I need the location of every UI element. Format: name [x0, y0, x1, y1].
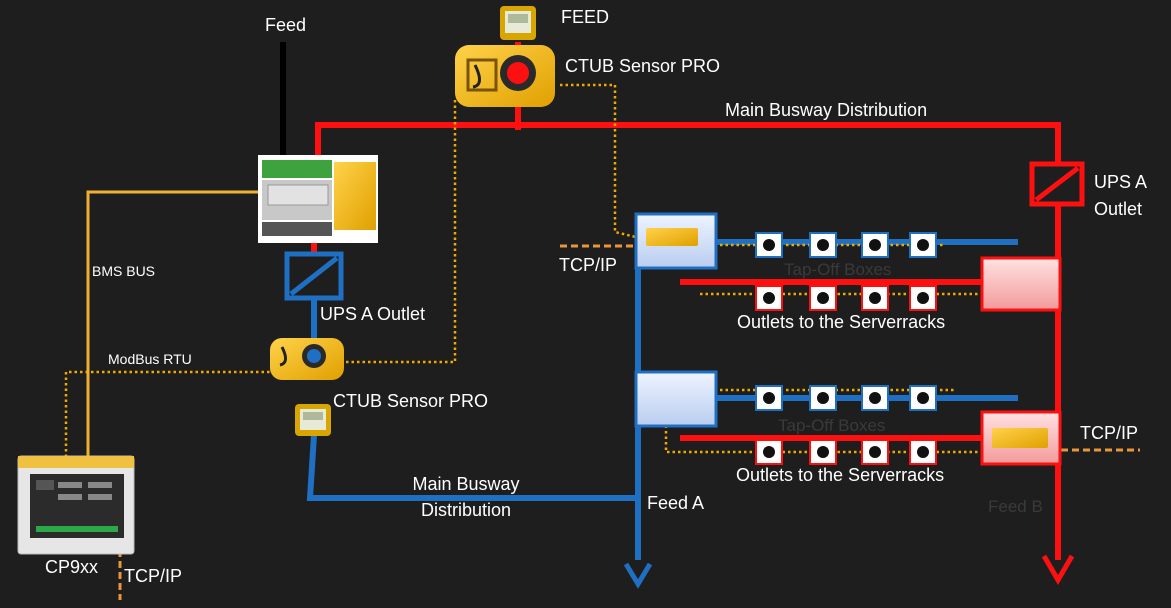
arrow-down-icon: [623, 562, 653, 589]
tap-off-boxes-upper-label: Tap-Off Boxes: [784, 260, 892, 279]
ctub-sensor-label-top: CTUB Sensor PRO: [565, 56, 721, 76]
ups-a-outlet-right-label-line2: Outlet: [1094, 199, 1143, 219]
tap-off-panel-lower: [634, 370, 718, 428]
distribution-panel-icon: [258, 155, 378, 243]
current-sensor-icon: [455, 45, 555, 107]
dotted-bus-lines: [64, 83, 1050, 460]
feed-b-label: Feed B: [988, 497, 1043, 516]
tap-off-boxes-lower-label: Tap-Off Boxes: [778, 416, 886, 435]
tap-off-panel-upper: [634, 212, 718, 270]
ctub-sensor-label-lower: CTUB Sensor PRO: [333, 391, 489, 411]
tap-off-boxes-row-1: [755, 232, 937, 258]
tcpip-upper-label: TCP/IP: [559, 255, 618, 275]
tcpip-bottom-label: TCP/IP: [124, 566, 183, 586]
current-sensor-icon: [270, 338, 344, 380]
red-panel-upper: [980, 256, 1062, 312]
ups-converter-icon: [1029, 161, 1085, 207]
tap-off-boxes-row-2: [755, 285, 937, 311]
power-meter-icon: [295, 404, 331, 436]
cp9xx-controller-icon: [17, 455, 135, 555]
outlets-serverracks-upper-label: Outlets to the Serverracks: [737, 312, 946, 332]
red-panel-lower: [980, 410, 1062, 466]
feed-caps-label: FEED: [561, 7, 610, 27]
main-busway-label-bottom-line2: Distribution: [420, 500, 512, 520]
red-feed-lines: [311, 42, 1061, 560]
ups-a-outlet-left-label: UPS A Outlet: [320, 304, 426, 324]
power-meter-icon: [500, 6, 536, 40]
ups-a-outlet-right-label-line1: UPS A: [1094, 172, 1148, 192]
ups-converter-icon: [284, 251, 344, 301]
cp9xx-label: CP9xx: [45, 557, 99, 577]
tcpip-right-label: TCP/IP: [1080, 423, 1139, 443]
arrow-down-icon: [1041, 554, 1075, 585]
outlets-serverracks-lower-label: Outlets to the Serverracks: [736, 465, 945, 485]
feed-a-label: Feed A: [647, 493, 705, 513]
main-busway-label-bottom-line1: Main Busway: [412, 474, 520, 494]
tcpip-dashed-lines: [118, 244, 1140, 600]
tap-off-boxes-row-4: [755, 439, 937, 465]
bms-bus-label: BMS BUS: [92, 263, 156, 279]
feed-label: Feed: [265, 15, 307, 35]
main-busway-distribution-label-top: Main Busway Distribution: [725, 100, 928, 120]
modbus-rtu-label: ModBus RTU: [108, 351, 192, 367]
tap-off-box-icon: [763, 239, 929, 458]
bms-bus-line: [86, 190, 260, 460]
